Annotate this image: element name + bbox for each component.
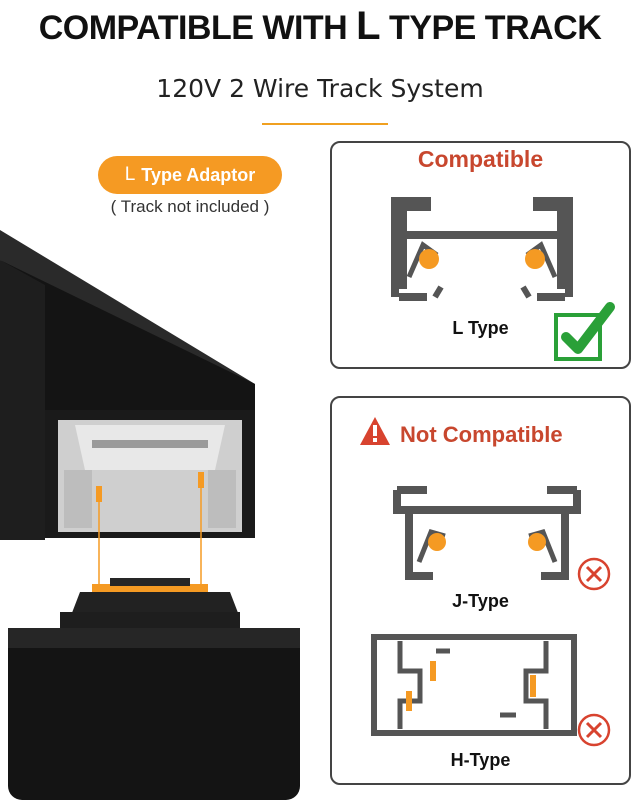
not-compatible-title: Not Compatible xyxy=(400,422,563,447)
j-type-profile-icon xyxy=(393,486,581,580)
compatible-title: Compatible xyxy=(417,146,544,172)
adaptor-symbol: L xyxy=(124,164,136,185)
title-prefix: COMPATIBLE WITH xyxy=(38,9,357,47)
title-suffix: TYPE TRACK xyxy=(380,9,602,47)
track-product-illustration xyxy=(0,230,300,800)
j-type-label: J-Type xyxy=(452,591,509,611)
adaptor-label: Type Adaptor xyxy=(141,164,256,185)
subtitle-underline xyxy=(262,123,388,125)
not-compatible-panel: Not Compatible J-Type H-Type xyxy=(330,396,631,785)
adaptor-note: ( Track not included ) xyxy=(110,197,270,216)
l-type-label: L Type xyxy=(452,318,509,338)
j-type-cross-icon xyxy=(577,557,611,591)
warning-icon xyxy=(360,417,390,445)
subtitle: 120V 2 Wire Track System xyxy=(156,74,484,103)
h-type-cross-icon xyxy=(577,713,611,747)
h-type-profile-icon xyxy=(371,634,577,736)
l-type-profile-icon xyxy=(391,197,573,301)
green-check-icon xyxy=(554,302,615,361)
page-title: COMPATIBLE WITH L TYPE TRACK xyxy=(0,4,640,49)
compatible-panel: Compatible L Type xyxy=(330,141,631,369)
title-letter: L xyxy=(356,4,381,48)
h-type-label: H-Type xyxy=(450,750,511,770)
adaptor-badge: L Type Adaptor xyxy=(98,156,282,194)
